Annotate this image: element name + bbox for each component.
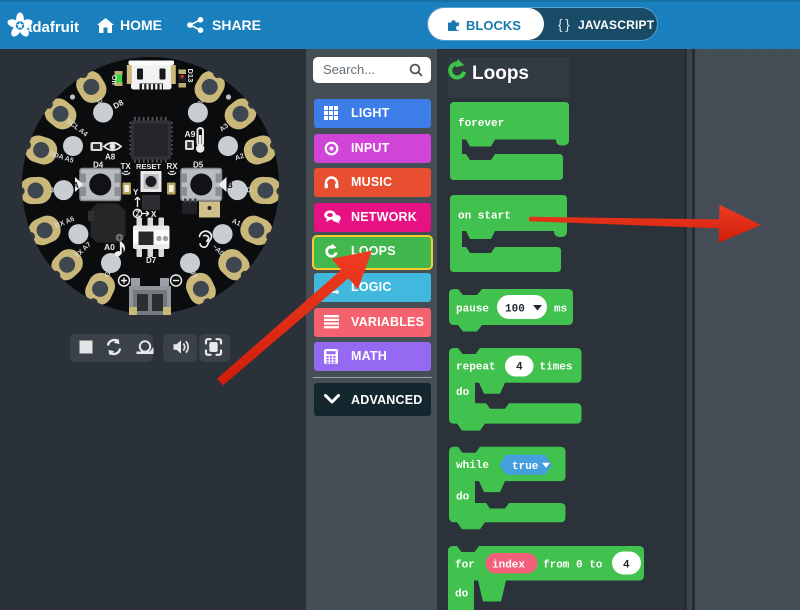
svg-text:index: index bbox=[492, 560, 525, 572]
svg-text:X: X bbox=[151, 210, 157, 219]
svg-text:A1: A1 bbox=[231, 218, 242, 228]
svg-text:do: do bbox=[455, 589, 469, 601]
svg-text:A3: A3 bbox=[219, 123, 230, 134]
svg-text:on start: on start bbox=[458, 211, 511, 223]
svg-text:do: do bbox=[456, 387, 470, 399]
svg-text:A: A bbox=[73, 181, 79, 190]
svg-text:from 0 to: from 0 to bbox=[543, 560, 603, 572]
svg-text:100: 100 bbox=[505, 304, 525, 316]
svg-text:RX: RX bbox=[167, 162, 179, 171]
svg-text:Z: Z bbox=[136, 210, 141, 219]
svg-text:4: 4 bbox=[516, 362, 523, 374]
svg-text:true: true bbox=[512, 461, 539, 473]
svg-text:D7: D7 bbox=[146, 256, 157, 265]
svg-text:A8: A8 bbox=[105, 153, 116, 162]
svg-text:ms: ms bbox=[554, 304, 567, 316]
svg-text:D13: D13 bbox=[186, 69, 195, 83]
svg-text:times: times bbox=[540, 362, 573, 374]
svg-text:pause: pause bbox=[456, 304, 489, 316]
svg-text:while: while bbox=[456, 460, 489, 472]
svg-text:D8: D8 bbox=[112, 98, 126, 111]
svg-text:4: 4 bbox=[623, 560, 630, 572]
svg-text:B: B bbox=[227, 181, 233, 190]
svg-text:forever: forever bbox=[458, 118, 504, 130]
svg-text:repeat: repeat bbox=[456, 362, 496, 374]
svg-text:do: do bbox=[456, 492, 470, 504]
svg-text:A0: A0 bbox=[104, 242, 115, 252]
svg-text:A2: A2 bbox=[234, 153, 245, 162]
svg-text:TX: TX bbox=[121, 162, 132, 171]
svg-text:On: On bbox=[110, 75, 117, 85]
svg-text:Y: Y bbox=[133, 188, 139, 197]
svg-text:RESET: RESET bbox=[136, 162, 161, 171]
svg-text:Loops: Loops bbox=[472, 63, 529, 84]
svg-text:for: for bbox=[455, 560, 475, 572]
svg-text:A9: A9 bbox=[185, 129, 196, 139]
svg-text:D4: D4 bbox=[93, 161, 104, 170]
svg-text:D5: D5 bbox=[193, 161, 204, 170]
